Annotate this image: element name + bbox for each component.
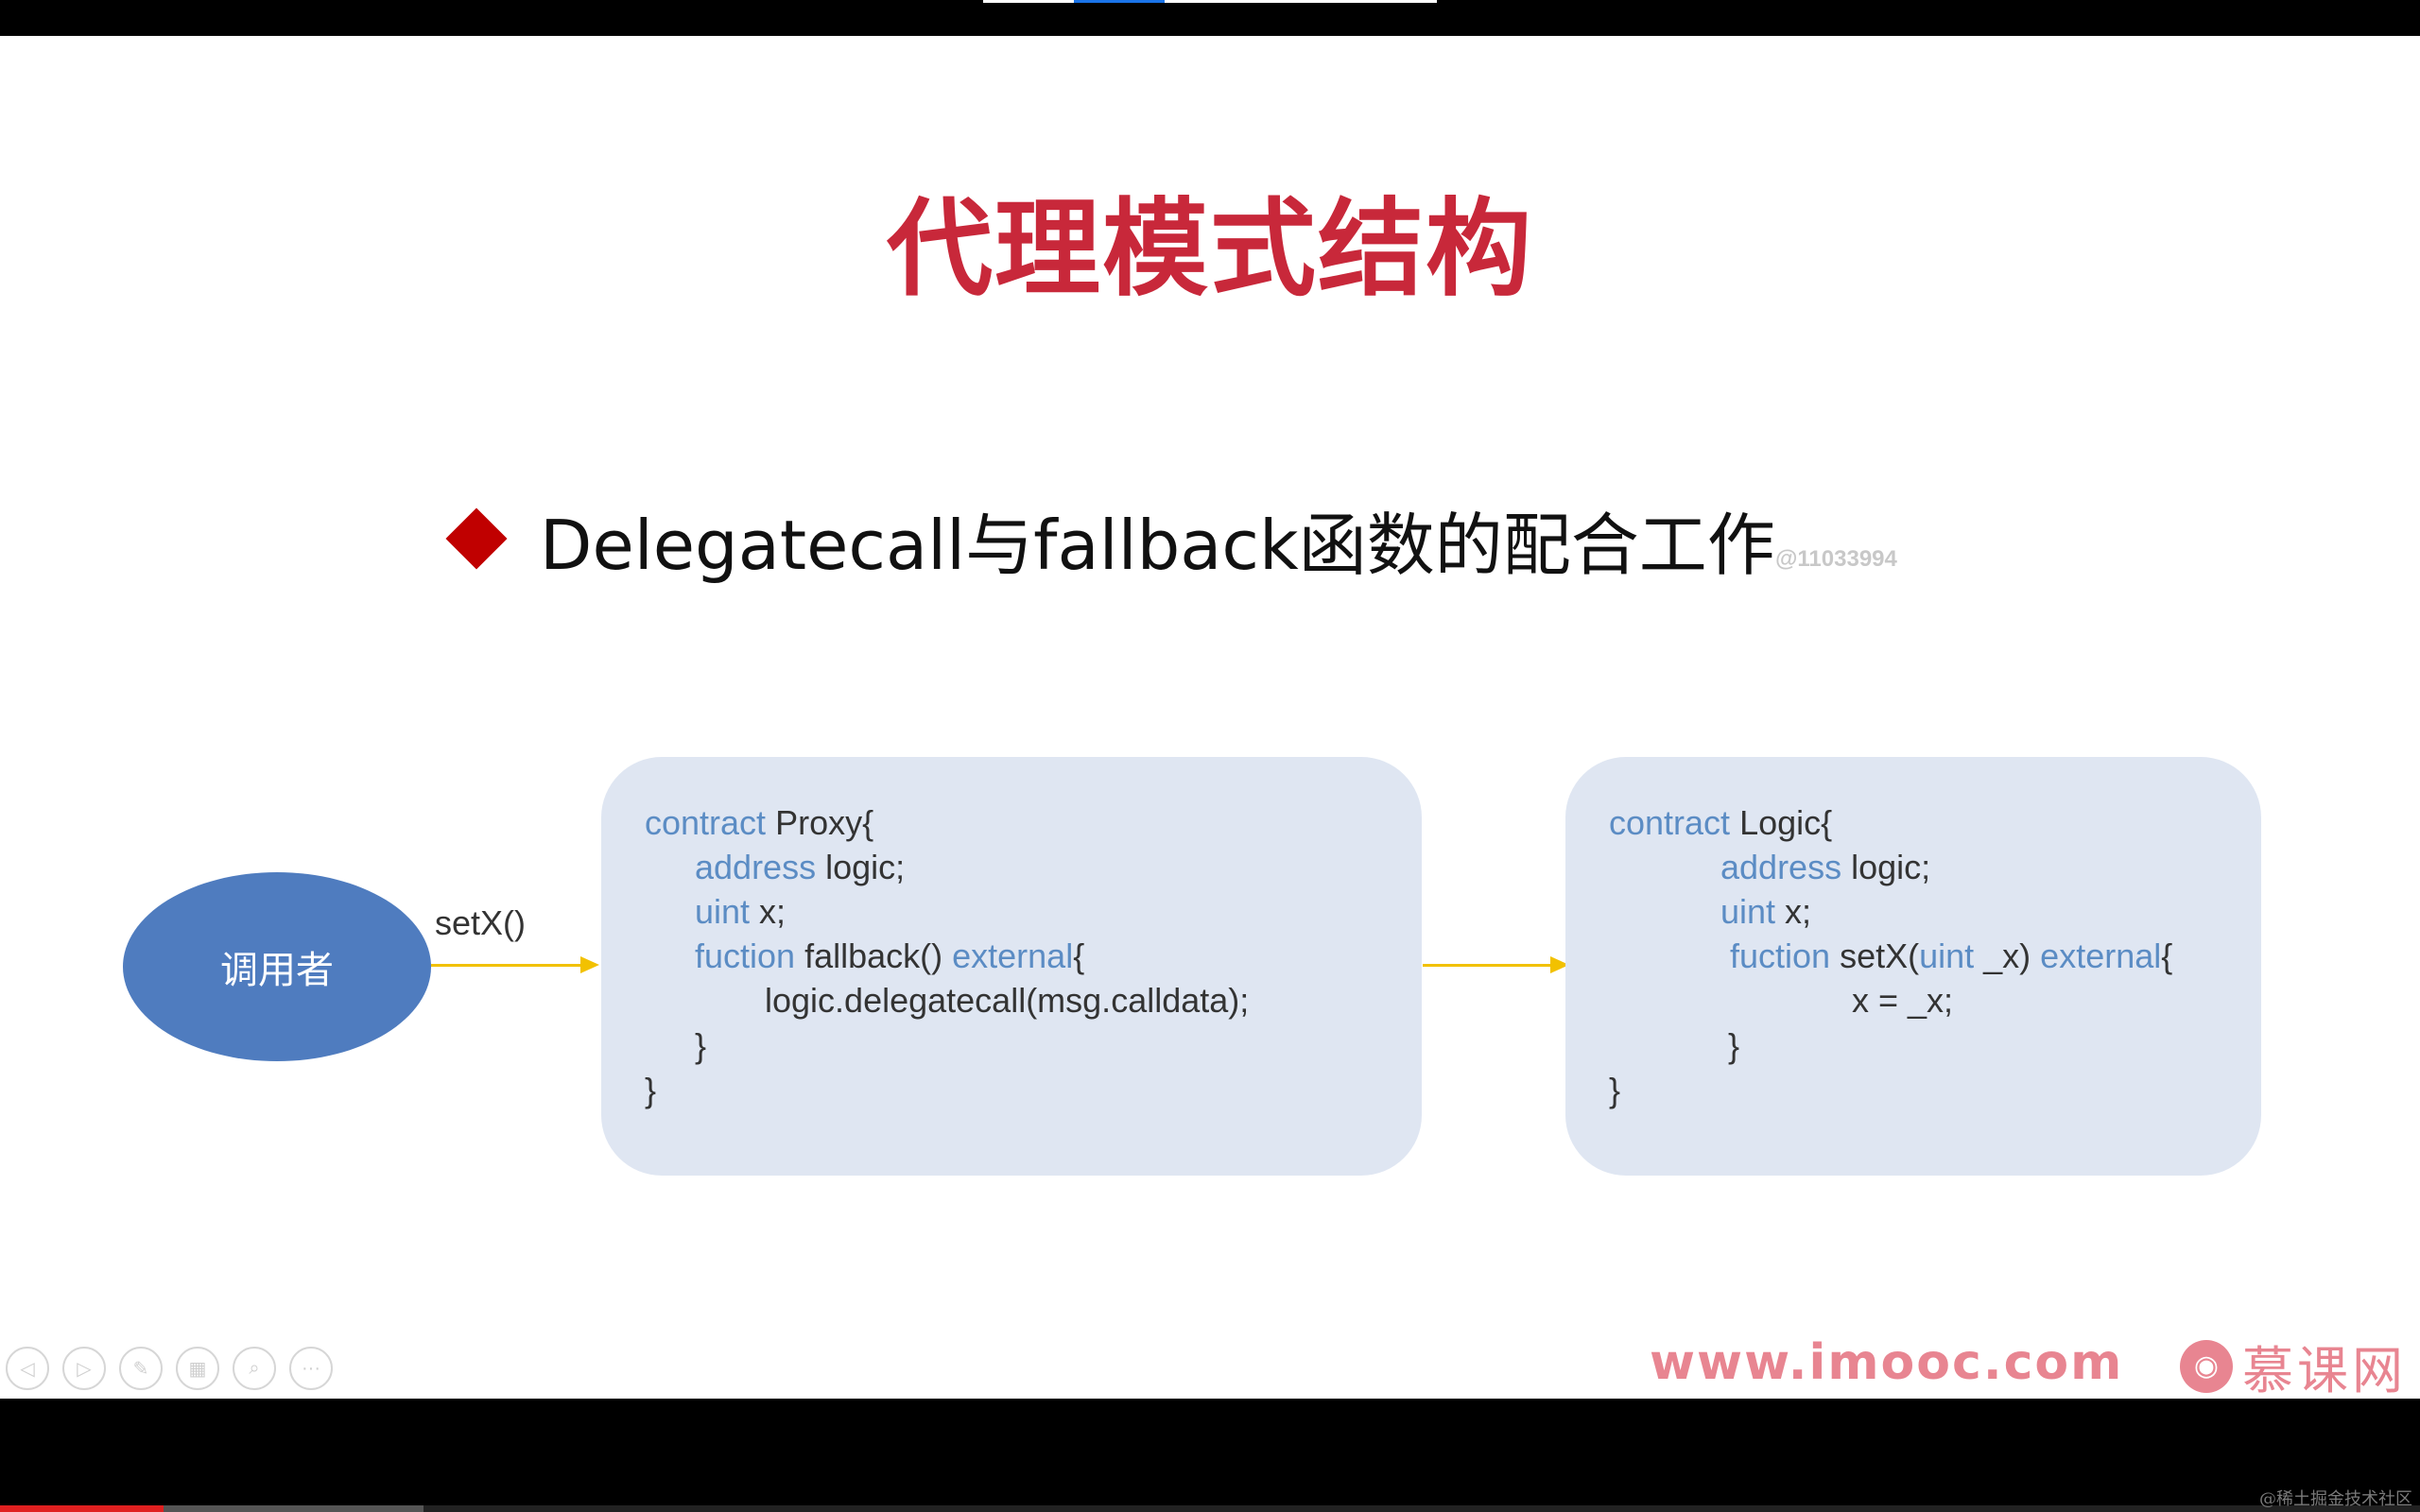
prev-icon[interactable]: ◁ [6,1347,49,1390]
caller-ellipse: 调用者 [123,872,431,1061]
brand-logo: ◉ 慕课网 [2180,1329,2407,1399]
code-text: logic; [816,848,906,886]
top-tab-indicator [983,0,1074,3]
caller-label: 调用者 [220,949,334,992]
progress-played [0,1505,164,1512]
keyword: fuction [695,936,796,975]
slideshow-controls: ◁ ▷ ✎ ▦ ⌕ ··· [6,1347,333,1394]
slide-title: 代理模式结构 [887,188,1533,311]
code-text: { [1073,936,1085,975]
brand-name: 慕课网 [2242,1341,2407,1399]
proxy-contract-box: contract Proxy{ address logic; uint x; f… [601,757,1422,1176]
slide: 代理模式结构 Delegatecall与fallback函数的配合工作 @110… [0,36,2420,1399]
keyword: contract [1609,803,1731,842]
arrow-head-icon [580,956,599,973]
flame-logo-icon: ◉ [2180,1339,2233,1393]
keyword: uint [695,892,751,931]
code-line: } [645,1071,657,1109]
diamond-bullet-icon [445,507,508,570]
code-text: Logic{ [1730,803,1833,842]
code-line: fuction setX(uint _x) external{ [1730,934,2172,978]
keyword: address [1720,848,1842,886]
code-text: x; [1775,892,1812,931]
bullet-item: Delegatecall与fallback函数的配合工作 [440,491,1775,586]
code-line: contract Proxy{ [645,800,873,845]
arrow-caller-to-proxy [431,964,582,967]
arrow-proxy-to-logic [1423,964,1555,967]
top-tab-indicator-active [1074,0,1165,3]
progress-buffered [0,1505,424,1512]
code-line: uint x; [1720,889,1811,934]
arrow-head-icon [1550,956,1569,973]
code-text: _x) [1974,936,2041,975]
code-text: logic; [1841,848,1931,886]
code-line: address logic; [1720,845,1930,889]
code-line: } [1728,1026,1740,1065]
top-tab-indicator [1165,0,1437,3]
more-icon[interactable]: ··· [289,1347,333,1390]
keyword: contract [645,803,767,842]
keyword: external [2040,936,2162,975]
code-text: Proxy{ [766,803,874,842]
code-line: fuction fallback() external{ [695,934,1084,978]
code-text: setX( [1830,936,1920,975]
community-watermark: @稀土掘金技术社区 [2259,1489,2412,1509]
keyword: external [952,936,1074,975]
code-text: x; [750,892,786,931]
brand-url: www.imooc.com [1650,1334,2124,1391]
bullet-text: Delegatecall与fallback函数的配合工作 [540,505,1775,585]
code-text: { [2161,936,2173,975]
keyword: address [695,848,817,886]
call-label: setX() [435,903,527,942]
code-line: logic.delegatecall(msg.calldata); [765,981,1250,1020]
slides-icon[interactable]: ▦ [176,1347,219,1390]
code-line: } [695,1026,707,1065]
keyword: fuction [1730,936,1831,975]
video-progress-bar[interactable] [0,1505,2420,1512]
user-watermark: @11033994 [1775,546,1897,572]
pen-icon[interactable]: ✎ [119,1347,163,1390]
top-bar [0,0,2420,36]
logic-contract-box: contract Logic{ address logic; uint x; f… [1565,757,2261,1176]
code-line: uint x; [695,889,786,934]
next-icon[interactable]: ▷ [62,1347,106,1390]
code-line: x = _x; [1852,981,1954,1020]
code-text: fallback() [795,936,953,975]
keyword: uint [1720,892,1776,931]
code-line: contract Logic{ [1609,800,1832,845]
player-bottom-bar [0,1399,2420,1512]
keyword: uint [1919,936,1975,975]
code-line: address logic; [695,845,905,889]
zoom-icon[interactable]: ⌕ [233,1347,276,1390]
code-line: } [1609,1071,1621,1109]
